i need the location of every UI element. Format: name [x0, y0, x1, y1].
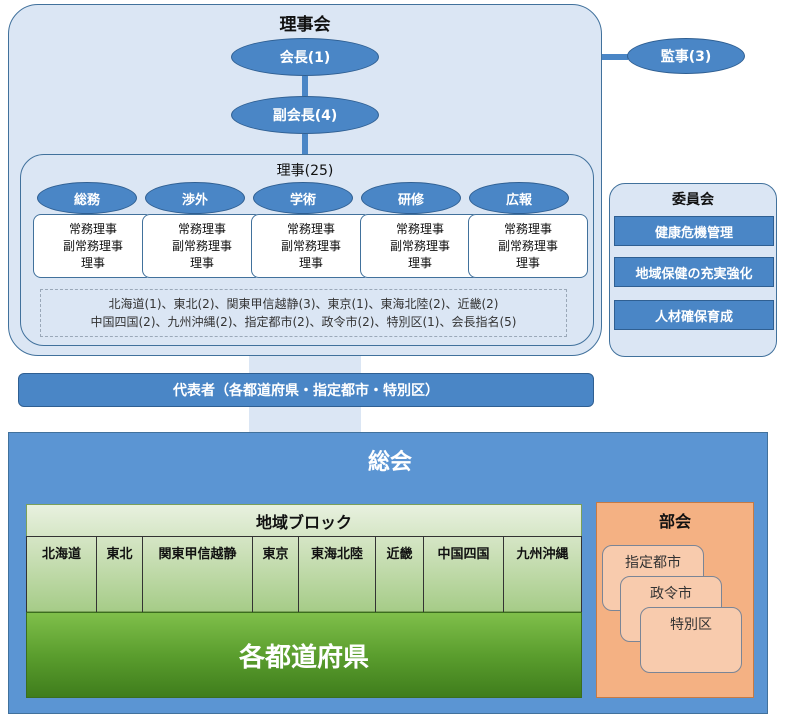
prefectures-bar: 各都道府県 — [26, 612, 582, 698]
committee-health-crisis: 健康危機管理 — [614, 216, 774, 246]
dept-roles-box: 常務理事 副常務理事 理事 — [360, 214, 480, 278]
role-executive: 常務理事 — [177, 221, 226, 236]
dept-roles-box: 常務理事 副常務理事 理事 — [33, 214, 153, 278]
role-deputy-executive: 副常務理事 — [280, 238, 341, 253]
connector-president-vice — [302, 76, 308, 96]
dept-academic: 学術 — [253, 182, 353, 214]
role-executive: 常務理事 — [286, 221, 335, 236]
regional-allocation: 北海道(1)、東北(2)、関東甲信越静(3)、東京(1)、東海北陸(2)、近畿(… — [40, 289, 567, 337]
region-kinki: 近畿 — [376, 537, 424, 612]
committee-personnel: 人材確保育成 — [614, 300, 774, 330]
regional-block-divider — [26, 536, 582, 537]
dept-public-relations: 広報 — [469, 182, 569, 214]
dept-roles-box: 常務理事 副常務理事 理事 — [251, 214, 371, 278]
role-deputy-executive: 副常務理事 — [497, 238, 558, 253]
region-hokkaido: 北海道 — [26, 537, 97, 612]
region-chugoku-shikoku: 中国四国 — [424, 537, 504, 612]
vice-president-node: 副会長(4) — [231, 96, 379, 134]
representatives-bar: 代表者（各都道府県・指定都市・特別区） — [18, 373, 594, 407]
regional-allocation-line: 北海道(1)、東北(2)、関東甲信越静(3)、東京(1)、東海北陸(2)、近畿(… — [108, 297, 499, 311]
sections-title: 部会 — [658, 512, 691, 531]
president-node: 会長(1) — [231, 38, 379, 76]
role-executive: 常務理事 — [503, 221, 552, 236]
committee-title: 委員会 — [672, 192, 714, 208]
role-director: 理事 — [298, 255, 323, 270]
committee-regional-health: 地域保健の充実強化 — [614, 257, 774, 287]
dept-general-affairs: 総務 — [37, 182, 137, 214]
auditor-node: 監事(3) — [627, 38, 745, 74]
role-executive: 常務理事 — [395, 221, 444, 236]
directors-title: 理事(25) — [276, 163, 334, 179]
role-deputy-executive: 副常務理事 — [389, 238, 450, 253]
region-tokai-hokuriku: 東海北陸 — [299, 537, 376, 612]
connector-vice-directors — [302, 134, 308, 154]
dept-roles-box: 常務理事 副常務理事 理事 — [142, 214, 262, 278]
section-special-wards: 特別区 — [640, 607, 742, 673]
regional-allocation-line: 中国四国(2)、九州沖縄(2)、指定都市(2)、政令市(2)、特別区(1)、会長… — [90, 315, 517, 329]
role-director: 理事 — [189, 255, 214, 270]
role-director: 理事 — [515, 255, 540, 270]
role-director: 理事 — [407, 255, 432, 270]
role-deputy-executive: 副常務理事 — [171, 238, 232, 253]
dept-external-affairs: 渉外 — [145, 182, 245, 214]
connector-auditor — [602, 54, 628, 60]
role-executive: 常務理事 — [68, 221, 117, 236]
region-tohoku: 東北 — [97, 537, 143, 612]
dept-roles-box: 常務理事 副常務理事 理事 — [468, 214, 588, 278]
role-director: 理事 — [80, 255, 105, 270]
regional-block-title: 地域ブロック — [255, 513, 352, 532]
board-title: 理事会 — [279, 14, 331, 35]
region-kanto: 関東甲信越静 — [143, 537, 253, 612]
region-kyushu-okinawa: 九州沖縄 — [504, 537, 582, 612]
region-tokyo: 東京 — [253, 537, 299, 612]
general-assembly-title: 総会 — [367, 450, 412, 475]
dept-training: 研修 — [361, 182, 461, 214]
role-deputy-executive: 副常務理事 — [62, 238, 123, 253]
